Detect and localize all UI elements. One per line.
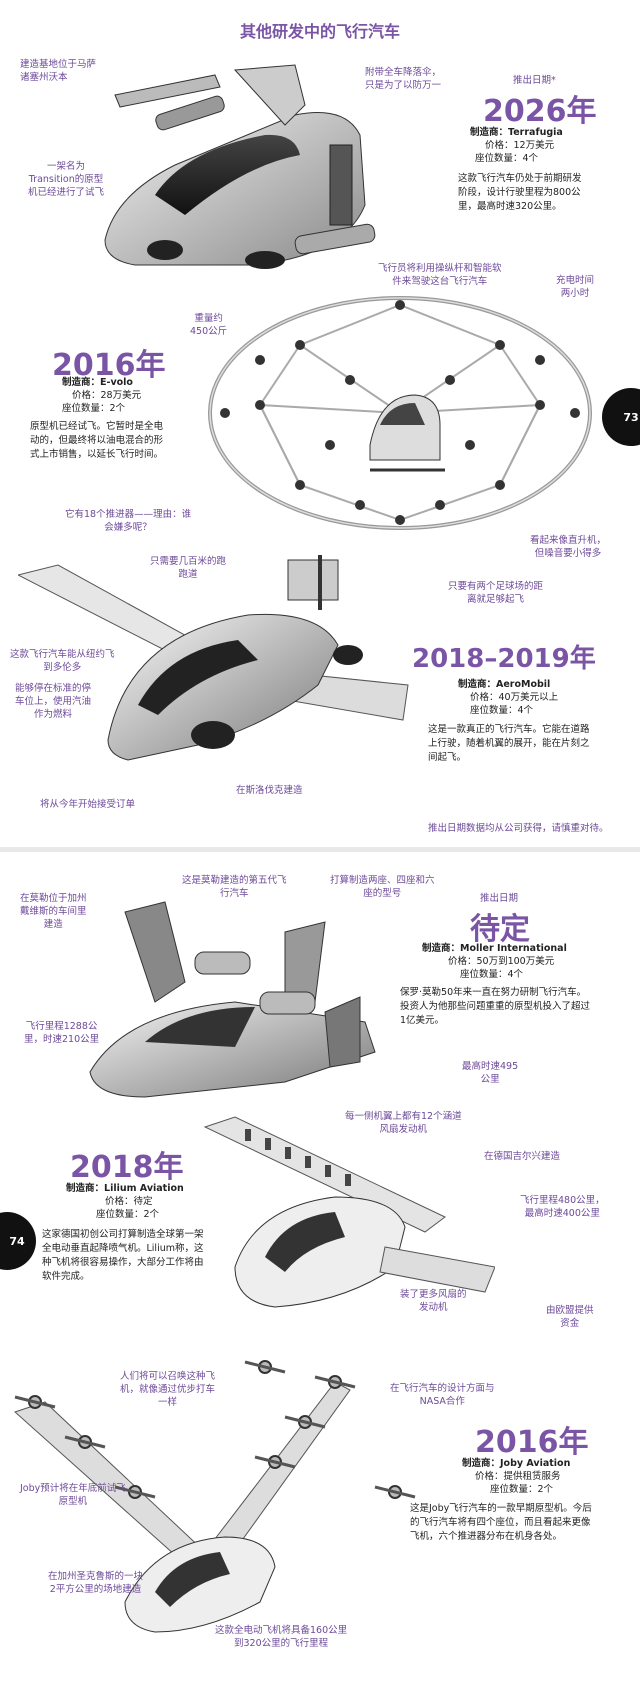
seats-line: 座位数量：2个 <box>490 1484 554 1495</box>
description-text: 这是一款真正的飞行汽车。它能在道路 上行驶，随着机翼的展开，能在片刻之 间起飞。 <box>428 724 590 763</box>
description-text: 这款飞行汽车仍处于前期研发 阶段，设计行驶里程为800公 里，最高时速320公里… <box>458 173 582 212</box>
annotation-evolo-weight: 重量约 450公斤 <box>190 313 228 337</box>
annotation-aeromobil-flight: 这款飞行汽车能从纽约飞 到多伦多 <box>10 649 115 673</box>
seats-line: 座位数量：4个 <box>470 705 534 716</box>
annotation-transition-parachute: 附带全车降落伞， 只是为了以防万一 <box>365 67 442 91</box>
maker-line: 制造商：Joby Aviation <box>462 1458 571 1469</box>
annotation-evolo-helicopter: 看起来像直升机， 但噪音要小得多 <box>530 535 607 559</box>
annotation-evolo-charge: 充电时间 两小时 <box>556 275 595 299</box>
moller-skycar-illustration <box>89 901 376 1098</box>
page-divider <box>0 847 640 853</box>
year-heading: 2018年 <box>70 1150 184 1185</box>
description-text: 这是Joby飞行汽车的一款早期原型机。今后 的飞行汽车将有四个座位，而且看起来更… <box>410 1503 592 1542</box>
price-line: 价格：50万到100万美元 <box>448 956 555 967</box>
maker-line: 制造商：E-volo <box>62 377 133 388</box>
description-text: 保罗·莫勒50年来一直在努力研制飞行汽车。 投资人为他那些问题重重的原型机投入了… <box>400 987 591 1026</box>
seats-line: 座位数量：4个 <box>460 969 524 980</box>
annotation-aeromobil-fields: 只要有两个足球场的距 离就足够起飞 <box>448 581 544 605</box>
maker-line: 制造商：Terrafugia <box>470 127 563 138</box>
aeromobil-illustration <box>18 555 409 761</box>
annotation-moller-fifth: 这是莫勒建造的第五代飞 行汽车 <box>182 875 287 899</box>
annotation-joby-test: Joby预计将在年底前试飞 原型机 <box>20 1483 126 1507</box>
maker-line: 制造商：Lilium Aviation <box>66 1183 184 1194</box>
annotation-joby-summon: 人们将可以召唤这种飞 机，就像通过优步打车 一样 <box>120 1371 216 1408</box>
annotation-transition-prototype: 一架名为 Transition的原型 机已经进行了试飞 <box>28 161 105 198</box>
lilium-jet-illustration <box>203 1116 495 1308</box>
year-heading: 2018–2019年 <box>412 644 596 674</box>
page-title: 其他研发中的飞行汽车 <box>239 22 400 41</box>
annotation-lilium-germany: 在德国吉尔兴建造 <box>484 1151 561 1162</box>
annotation-evolo-props: 它有18个推进器——理由：谁 会嫌多呢？ <box>65 509 192 533</box>
seats-line: 座位数量：2个 <box>96 1209 160 1220</box>
annotation-moller-range: 飞行里程1288公 里，时速210公里 <box>24 1021 100 1045</box>
annotation-transition-base: 建造基地位于马萨 诸塞州沃本 <box>20 59 97 83</box>
annotation-aeromobil-built: 在斯洛伐克建造 <box>236 785 303 796</box>
page-number-badge: 73 <box>602 388 640 446</box>
annotation-evolo-joystick: 飞行员将利用操纵杆和智能软 件来驾驶这台飞行汽车 <box>378 263 502 287</box>
annotation-lilium-funding: 由欧盟提供 资金 <box>546 1305 594 1329</box>
annotation-moller-models: 打算制造两座、四座和六 座的型号 <box>330 875 435 899</box>
release-date-label: 推出日期* <box>513 75 556 86</box>
year-heading: 2016年 <box>52 348 166 383</box>
annotation-joby-nasa: 在飞行汽车的设计方面与 NASA合作 <box>390 1383 495 1407</box>
seats-line: 座位数量：4个 <box>475 153 539 164</box>
annotation-moller-top: 最高时速495 公里 <box>462 1061 519 1085</box>
evolo-volocopter-illustration <box>208 296 592 530</box>
page-73: 其他研发中的飞行汽车 建造基地位于马萨 诸塞州沃本 附带全车降落伞， 只是为了以… <box>10 22 640 834</box>
year-heading: 2016年 <box>475 1425 589 1460</box>
year-heading: 2026年 <box>483 94 597 129</box>
price-line: 价格：12万美元 <box>485 140 555 151</box>
terrafugia-transition-illustration <box>104 64 376 269</box>
annotation-aeromobil-parking: 能够停在标准的停 车位上，使用汽油 作为燃料 <box>15 683 92 720</box>
description-text: 这家德国初创公司打算制造全球第一架 全电动垂直起降喷气机。Lilium称，这 种… <box>42 1229 204 1282</box>
annotation-moller-davis: 在莫勒位于加州 戴维斯的车间里 建造 <box>20 893 87 930</box>
maker-line: 制造商：Moller International <box>422 943 567 954</box>
annotation-lilium-fans: 每一侧机翼上都有12个涵道 风扇发动机 <box>345 1111 462 1135</box>
annotation-joby-electric: 这款全电动飞机将具备160公里 到320公里的飞行里程 <box>215 1625 348 1649</box>
joby-aviation-illustration <box>14 1360 416 1633</box>
annotation-aeromobil-runway: 只需要几百米的跑 跑道 <box>150 556 227 580</box>
year-heading: 待定 <box>470 912 530 947</box>
release-date-label: 推出日期 <box>480 893 519 904</box>
annotation-aeromobil-orders: 将从今年开始接受订单 <box>40 799 136 810</box>
page-number-badge: 74 <box>0 1212 36 1270</box>
description-text: 原型机已经试飞。它暂时是全电 动的，但最终将以油电混合的形 式上市销售，以延长飞… <box>30 421 164 460</box>
page-74: 这是莫勒建造的第五代飞 行汽车 打算制造两座、四座和六 座的型号 在莫勒位于加州… <box>0 852 640 1681</box>
price-line: 价格：待定 <box>105 1196 153 1207</box>
annotation-lilium-range: 飞行里程480公里， 最高时速400公里 <box>520 1195 605 1219</box>
annotation-joby-site: 在加州圣克鲁斯的一块 2平方公里的场地建造 <box>48 1571 144 1595</box>
maker-line: 制造商：AeroMobil <box>458 679 551 690</box>
annotation-lilium-engines: 装了更多风扇的 发动机 <box>400 1289 467 1313</box>
price-line: 价格：28万美元 <box>72 390 142 401</box>
price-line: 价格：提供租赁服务 <box>475 1471 561 1482</box>
footnote: 推出日期数据均从公司获得，请慎重对待。 <box>428 823 609 834</box>
seats-line: 座位数量：2个 <box>62 403 126 414</box>
price-line: 价格：40万美元以上 <box>470 692 559 703</box>
